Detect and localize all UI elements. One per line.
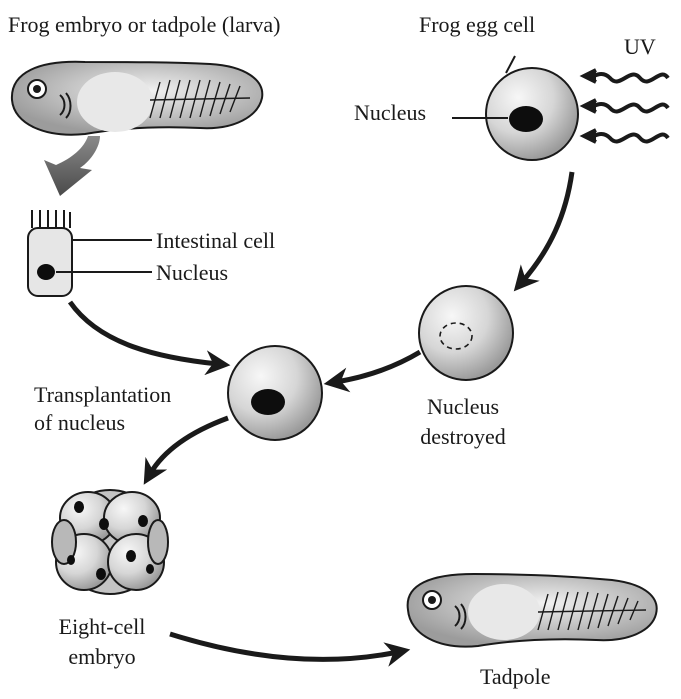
label-eight-cell-1: Eight-cell: [42, 614, 162, 640]
tadpole-top-left: [12, 62, 262, 135]
label-nucleus-intestinal: Nucleus: [156, 260, 228, 286]
nucleus-destroyed-cell: [419, 286, 513, 380]
label-intestinal-cell: Intestinal cell: [156, 228, 275, 254]
eight-cell-embryo: [52, 490, 168, 594]
label-nucleus-destroyed-1: Nucleus: [408, 394, 518, 420]
arrow-to-eight-cell: [150, 418, 228, 474]
label-tadpole: Tadpole: [480, 664, 551, 690]
label-nucleus-egg: Nucleus: [354, 100, 426, 126]
intestinal-cell: [28, 210, 72, 296]
arrow-to-transplant: [70, 302, 218, 364]
tadpole-bottom-right: [408, 574, 657, 647]
transplanted-cell: [228, 346, 322, 440]
uv-waves-icon: [584, 70, 668, 142]
frog-egg-cell: [486, 68, 578, 160]
label-transplantation-2: of nucleus: [34, 410, 125, 436]
big-arrow-down-icon: [44, 136, 100, 196]
arrow-from-destroyed: [336, 352, 420, 382]
label-nucleus-destroyed-2: destroyed: [408, 424, 518, 450]
label-eight-cell-2: embryo: [42, 644, 162, 670]
intestinal-nucleus: [37, 264, 55, 280]
label-transplantation-1: Transplantation: [34, 382, 171, 408]
label-frog-egg-cell: Frog egg cell: [419, 12, 535, 38]
arrow-to-tadpole: [170, 634, 398, 659]
arrow-to-destroyed: [522, 172, 572, 282]
egg-nucleus: [509, 106, 543, 132]
label-uv: UV: [624, 34, 656, 60]
label-frog-embryo: Frog embryo or tadpole (larva): [8, 12, 280, 38]
